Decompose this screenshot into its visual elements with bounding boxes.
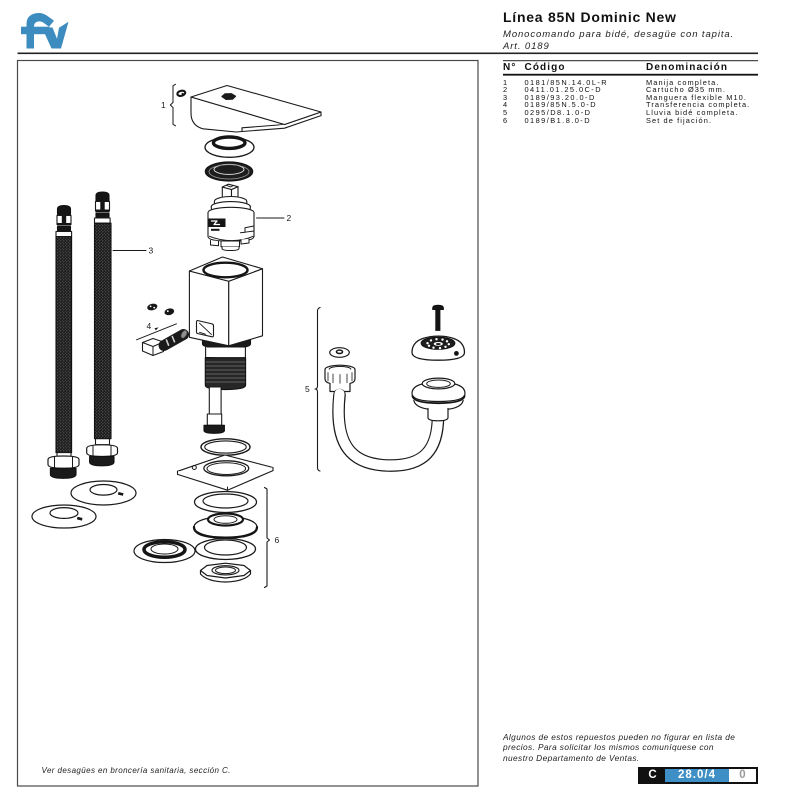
svg-text:2: 2: [287, 213, 292, 223]
svg-text:3: 3: [149, 246, 154, 256]
svg-text:5: 5: [305, 384, 310, 394]
svg-text:1: 1: [161, 100, 166, 110]
svg-text:6: 6: [275, 535, 280, 545]
svg-text:4: 4: [147, 321, 152, 331]
